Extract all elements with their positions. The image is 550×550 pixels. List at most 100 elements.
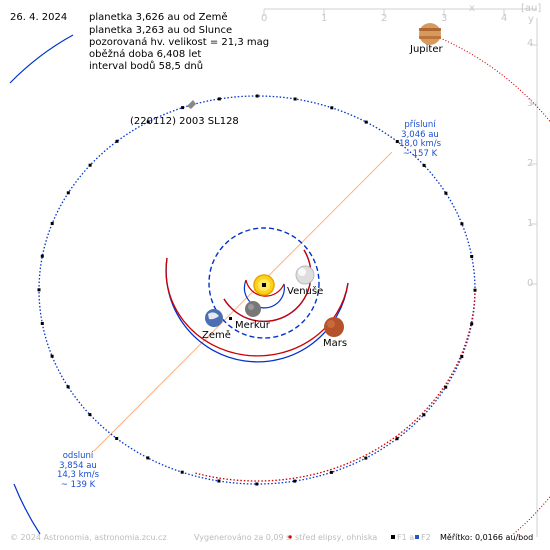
perihelion-info: přísluní 3,046 au 18,0 km/s ~ 157 K bbox=[390, 121, 450, 158]
y-tick-3: 3 bbox=[527, 98, 534, 109]
jupiter-orbit-arc-left bbox=[9, 34, 74, 84]
venus-highlight bbox=[298, 268, 306, 276]
orbit-point bbox=[88, 413, 92, 417]
earth-marker bbox=[229, 317, 232, 320]
info-line-magnitude: pozorovaná hv. velikost = 21,3 mag bbox=[89, 37, 270, 48]
orbit-point bbox=[146, 120, 150, 124]
orbit-point bbox=[146, 456, 150, 460]
mars-label: Mars bbox=[323, 338, 348, 349]
orbit-point bbox=[217, 479, 221, 483]
legend-f1-label: F1 a bbox=[397, 533, 415, 542]
orbit-point bbox=[473, 288, 477, 292]
orbit-point bbox=[444, 191, 448, 195]
orbit-point bbox=[444, 385, 448, 389]
y-axis-letter: y bbox=[528, 14, 534, 25]
venus-icon bbox=[295, 265, 315, 285]
jupiter-band bbox=[419, 36, 441, 39]
orbit-point bbox=[470, 322, 474, 326]
aphelion-distance: 3,854 au bbox=[59, 460, 97, 471]
jupiter-orbit-arc-right bbox=[439, 37, 550, 538]
orbit-point bbox=[180, 470, 184, 474]
aphelion-label: odsluní bbox=[62, 451, 94, 461]
footer-copyright: © 2024 Astronomia, astronomia.zcu.cz bbox=[10, 533, 167, 542]
info-line-distance-sun: planetka 3,263 au od Slunce bbox=[89, 25, 233, 36]
x-tick-4: 4 bbox=[501, 13, 508, 24]
legend-center-marker bbox=[288, 535, 292, 539]
jupiter-band bbox=[419, 28, 441, 31]
earth-clouds bbox=[208, 312, 219, 320]
perihelion-label: přísluní bbox=[404, 120, 436, 130]
earth-orbit bbox=[208, 227, 320, 339]
apsis-line bbox=[93, 151, 393, 452]
perihelion-speed: 18,0 km/s bbox=[398, 139, 442, 149]
orbit-point bbox=[460, 355, 464, 358]
legend-f2-label: F2 bbox=[421, 533, 431, 542]
orbit-point bbox=[329, 470, 333, 474]
perihelion-distance: 3,046 au bbox=[401, 129, 439, 140]
orbit-point bbox=[470, 255, 474, 258]
legend-f2-marker bbox=[415, 535, 419, 539]
footer-scale: Měřítko: 0,0166 au/bod bbox=[440, 533, 534, 542]
orbit-point bbox=[50, 354, 54, 358]
orbit-point bbox=[37, 288, 41, 292]
x-tick-1: 1 bbox=[321, 13, 328, 24]
mercury-label: Merkur bbox=[235, 320, 270, 331]
orbit-point bbox=[422, 163, 426, 167]
info-line-distance-earth: planetka 3,626 au od Země bbox=[89, 12, 228, 23]
footer-generated: Vygenerováno za 0,09 s bbox=[194, 533, 291, 542]
orbit-point bbox=[364, 120, 368, 124]
asteroid-icon bbox=[187, 100, 196, 109]
orbit-point bbox=[50, 222, 54, 225]
orbit-point bbox=[255, 482, 259, 486]
y-tick-2: 2 bbox=[527, 158, 534, 169]
mercury-orbit-north bbox=[243, 279, 285, 309]
info-line-interval: interval bodů 58,5 dnů bbox=[89, 61, 204, 72]
aphelion-temperature: ~ 139 K bbox=[60, 479, 96, 490]
orbit-point bbox=[115, 437, 119, 440]
orbit-point bbox=[293, 479, 297, 483]
x-tick-0: 0 bbox=[261, 13, 268, 24]
y-tick-0: 0 bbox=[527, 278, 534, 289]
jupiter-icon bbox=[419, 23, 441, 45]
orbit-point bbox=[115, 139, 119, 143]
jupiter-orbit-arc-bottom bbox=[13, 483, 41, 535]
perihelion-temperature: ~ 157 K bbox=[402, 148, 438, 159]
orbit-point bbox=[40, 322, 44, 325]
y-tick-1: 1 bbox=[527, 218, 534, 229]
mercury-orbit-south bbox=[245, 279, 285, 297]
orbit-point bbox=[40, 254, 44, 258]
y-tick-4: 4 bbox=[527, 38, 534, 49]
earth-label: Země bbox=[202, 330, 231, 341]
info-line-period: oběžná doba 6,408 let bbox=[89, 49, 202, 60]
asteroid-orbit-points bbox=[37, 94, 477, 486]
venus-label: Venuše bbox=[287, 286, 324, 297]
x-axis-letter: x bbox=[469, 3, 475, 14]
orbit-point bbox=[88, 163, 92, 167]
aphelion-speed: 14,3 km/s bbox=[56, 470, 100, 480]
orbit-point bbox=[395, 437, 399, 441]
orbit-point bbox=[395, 140, 399, 143]
orbit-point bbox=[460, 222, 464, 226]
mars-highlight bbox=[327, 320, 335, 328]
asteroid-orbit-south bbox=[194, 289, 476, 482]
asteroid-name-label: (220112) 2003 SL128 bbox=[130, 116, 239, 127]
orbit-point bbox=[217, 97, 221, 101]
mercury-shade bbox=[248, 304, 254, 310]
aphelion-info: odsluní 3,854 au 14,3 km/s ~ 139 K bbox=[52, 452, 104, 489]
mars-icon bbox=[324, 317, 344, 337]
orbit-point bbox=[293, 97, 297, 101]
orbit-point bbox=[422, 413, 426, 417]
legend-f1-marker bbox=[391, 535, 395, 539]
orbit-point bbox=[330, 106, 334, 110]
orbit-point bbox=[255, 94, 259, 98]
x-tick-2: 2 bbox=[381, 13, 388, 24]
jupiter-label: Jupiter bbox=[410, 44, 443, 55]
orbit-point bbox=[66, 191, 70, 195]
x-tick-3: 3 bbox=[441, 13, 448, 24]
focus-marker bbox=[262, 283, 266, 287]
orbit-point bbox=[364, 456, 368, 460]
legend-center-label: střed elipsy, ohniska bbox=[295, 533, 378, 542]
orbit-point bbox=[66, 385, 70, 389]
date-label: 26. 4. 2024 bbox=[10, 12, 68, 23]
